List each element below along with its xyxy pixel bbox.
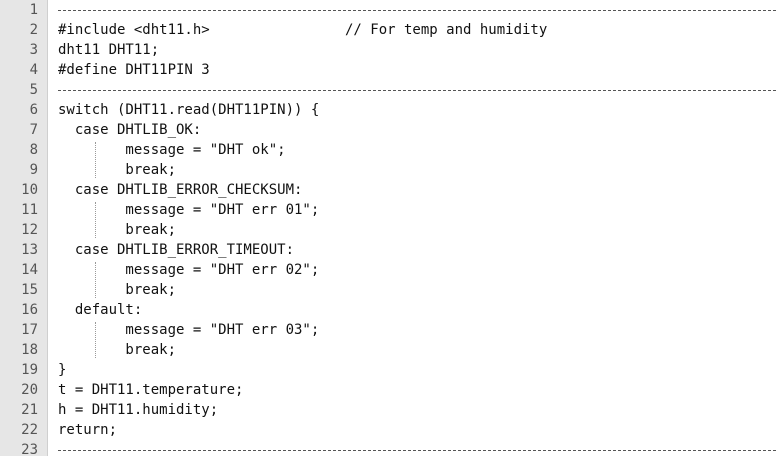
line-number: 1 <box>29 2 38 18</box>
line-number: 4 <box>29 62 38 78</box>
code-line[interactable]: 17 message = "DHT err 03"; <box>0 320 780 340</box>
code-text[interactable]: break; <box>58 342 177 358</box>
code-text[interactable]: message = "DHT err 01"; <box>58 202 320 218</box>
indent-guide <box>95 262 96 298</box>
code-line[interactable]: 18 break; <box>0 340 780 360</box>
code-line[interactable]: 11 message = "DHT err 01"; <box>0 200 780 220</box>
line-number: 6 <box>29 102 38 118</box>
line-number: 15 <box>21 282 38 298</box>
code-text[interactable]: case DHTLIB_OK: <box>58 122 202 138</box>
code-text[interactable]: t = DHT11.temperature; <box>58 382 244 398</box>
code-text[interactable]: dht11 DHT11; <box>58 42 160 58</box>
code-line[interactable]: 2 #include <dht11.h> // For temp and humid… <box>0 20 780 40</box>
code-text[interactable]: return; <box>58 422 118 438</box>
separator-comment-line <box>58 450 776 451</box>
code-line[interactable]: 12 break; <box>0 220 780 240</box>
code-text[interactable]: break; <box>58 222 177 238</box>
code-line[interactable]: 7 case DHTLIB_OK: <box>0 120 780 140</box>
line-number: 22 <box>21 422 38 438</box>
code-line[interactable]: 9 break; <box>0 160 780 180</box>
code-line[interactable]: 15 break; <box>0 280 780 300</box>
code-text[interactable]: h = DHT11.humidity; <box>58 402 219 418</box>
line-number: 16 <box>21 302 38 318</box>
line-number: 20 <box>21 382 38 398</box>
line-number: 5 <box>29 82 38 98</box>
line-number: 13 <box>21 242 38 258</box>
inline-comment: // For temp and humidity <box>345 22 548 38</box>
line-number: 11 <box>21 202 38 218</box>
code-text[interactable]: switch (DHT11.read(DHT11PIN)) { <box>58 102 320 118</box>
code-line[interactable]: 23 <box>0 440 780 456</box>
code-line[interactable]: 14 message = "DHT err 02"; <box>0 260 780 280</box>
code-line[interactable]: 22 return; <box>0 420 780 440</box>
code-text[interactable]: break; <box>58 162 177 178</box>
separator-comment-line <box>58 90 776 91</box>
code-line[interactable]: 21 h = DHT11.humidity; <box>0 400 780 420</box>
code-line[interactable]: 6 switch (DHT11.read(DHT11PIN)) { <box>0 100 780 120</box>
line-number: 3 <box>29 42 38 58</box>
line-number: 12 <box>21 222 38 238</box>
code-text[interactable]: case DHTLIB_ERROR_TIMEOUT: <box>58 242 295 258</box>
code-text[interactable]: message = "DHT err 02"; <box>58 262 320 278</box>
code-text[interactable]: break; <box>58 282 177 298</box>
code-line[interactable]: 19} <box>0 360 780 380</box>
line-number: 2 <box>29 22 38 38</box>
line-number: 14 <box>21 262 38 278</box>
code-text[interactable]: message = "DHT ok"; <box>58 142 286 158</box>
indent-guide <box>95 202 96 238</box>
code-text[interactable]: default: <box>58 302 143 318</box>
line-number: 23 <box>21 442 38 456</box>
code-line[interactable]: 4 #define DHT11PIN 3 <box>0 60 780 80</box>
line-number: 7 <box>29 122 38 138</box>
code-line[interactable]: 13 case DHTLIB_ERROR_TIMEOUT: <box>0 240 780 260</box>
indent-guide <box>95 142 96 178</box>
code-text[interactable]: } <box>58 362 67 378</box>
line-number: 10 <box>21 182 38 198</box>
line-number: 18 <box>21 342 38 358</box>
separator-comment-line <box>58 10 776 11</box>
line-number: 8 <box>29 142 38 158</box>
code-text[interactable]: #include <dht11.h> <box>58 22 210 38</box>
code-text[interactable]: message = "DHT err 03"; <box>58 322 320 338</box>
code-text[interactable]: #define DHT11PIN 3 <box>58 62 210 78</box>
indent-guide <box>95 322 96 358</box>
line-number: 17 <box>21 322 38 338</box>
code-line[interactable]: 1 <box>0 0 780 20</box>
line-number-gutter <box>0 0 48 456</box>
line-number: 9 <box>29 162 38 178</box>
code-text[interactable]: case DHTLIB_ERROR_CHECKSUM: <box>58 182 303 198</box>
code-line[interactable]: 8 message = "DHT ok"; <box>0 140 780 160</box>
code-line[interactable]: 5 <box>0 80 780 100</box>
code-line[interactable]: 3 dht11 DHT11; <box>0 40 780 60</box>
code-line[interactable]: 16 default: <box>0 300 780 320</box>
line-number: 21 <box>21 402 38 418</box>
code-line[interactable]: 10 case DHTLIB_ERROR_CHECKSUM: <box>0 180 780 200</box>
code-line[interactable]: 20 t = DHT11.temperature; <box>0 380 780 400</box>
line-number: 19 <box>21 362 38 378</box>
